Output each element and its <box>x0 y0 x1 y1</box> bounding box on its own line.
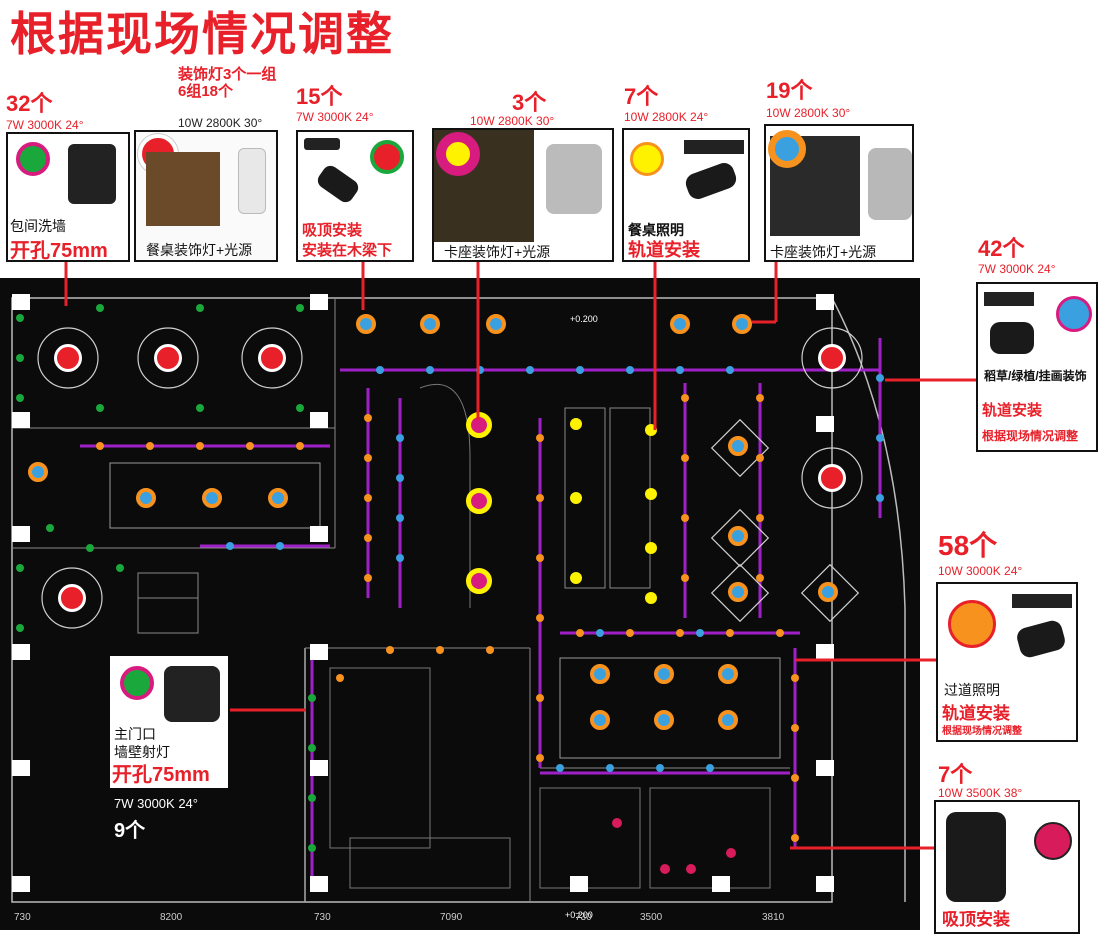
dim-label: 730 <box>575 912 592 923</box>
track-light-body <box>1014 618 1068 660</box>
callout-5-card: 餐桌照明 轨道安装 <box>622 128 750 262</box>
track-light-body <box>683 160 739 202</box>
callout-6-quantity: 19个 <box>766 78 813 103</box>
callout-8-quantity: 58个 <box>938 530 998 561</box>
callout-2-qty-line2: 6组18个 <box>178 83 234 100</box>
recessed-spotlight-photo <box>68 144 116 204</box>
callout-5-desc: 餐桌照明 <box>628 222 684 238</box>
callout-5-quantity: 7个 <box>624 84 659 109</box>
track-light-photo <box>984 292 1034 306</box>
track-light-photo <box>684 140 744 154</box>
callout-6-spec: 10W 2800K 30° <box>766 106 851 120</box>
callout-1-install: 开孔75mm <box>10 240 108 262</box>
callout-9-quantity: 7个 <box>938 762 973 787</box>
callout-9-install: 吸顶安装 <box>942 910 1010 929</box>
track-light-body <box>990 322 1034 354</box>
callout-10-card: 主门口 墙壁射灯 开孔75mm <box>110 656 228 788</box>
callout-1-quantity: 32个 <box>6 91 53 116</box>
callout-7-note: 根据现场情况调整 <box>982 429 1079 443</box>
callout-6-desc: 卡座装饰灯+光源 <box>770 244 877 260</box>
callout-5-spec: 10W 2800K 24° <box>624 110 709 124</box>
callout-8-note: 根据现场情况调整 <box>942 726 1022 737</box>
page-title: 根据现场情况调整 <box>10 8 394 60</box>
callout-1-card: 包间洗墙 开孔75mm <box>6 132 130 262</box>
callout-10-spec: 7W 3000K 24° <box>114 796 198 811</box>
callout-9-card: 吸顶安装 <box>934 800 1080 934</box>
pendant-lamp-photo <box>146 152 220 226</box>
bulb-photo <box>238 148 266 214</box>
dim-label: 3500 <box>640 912 663 923</box>
callout-10-desc2: 墙壁射灯 <box>114 744 170 760</box>
callout-7-desc: 稻草/绿植/挂画装饰 <box>984 369 1087 383</box>
callout-7-card: 稻草/绿植/挂画装饰 轨道安装 根据现场情况调整 <box>976 282 1098 452</box>
dim-label: 730 <box>314 912 331 923</box>
callout-4-quantity: 3个 <box>512 90 547 115</box>
callout-8-card: 过道照明 轨道安装 根据现场情况调整 <box>936 582 1078 742</box>
callout-7-quantity: 42个 <box>978 236 1025 261</box>
callout-2-qty-line1: 装饰灯3个一组 <box>178 66 277 83</box>
blue-arrow-icon <box>1056 296 1092 332</box>
callout-4-desc: 卡座装饰灯+光源 <box>444 244 551 260</box>
orange-blue-dot-icon <box>768 130 806 168</box>
dim-label: 3810 <box>762 912 785 923</box>
led-bulb-photo <box>546 144 602 214</box>
svg-text:+0.200: +0.200 <box>565 910 593 920</box>
ceiling-cylinder-photo <box>946 812 1006 902</box>
callout-9-spec: 10W 3500K 38° <box>938 786 1023 800</box>
red-green-crosshair-icon <box>370 140 404 174</box>
callout-6-card: 卡座装饰灯+光源 <box>764 124 914 262</box>
elevation-label: +0.200 <box>570 314 598 324</box>
callout-10-quantity: 9个 <box>114 820 146 842</box>
callout-8-desc: 过道照明 <box>944 682 1000 698</box>
green-crosshair-icon <box>120 666 154 700</box>
bottom-dimensions: 730 8200 730 7090 730 3500 3810 <box>0 912 920 930</box>
callout-3-quantity: 15个 <box>296 84 343 109</box>
callout-1-desc: 包间洗墙 <box>10 218 66 234</box>
orange-arrow-icon <box>948 600 996 648</box>
magenta-yellow-target-icon <box>436 132 480 176</box>
callout-7-spec: 7W 3000K 24° <box>978 262 1056 276</box>
callout-3-card: 吸顶安装 安装在木梁下 <box>296 130 414 262</box>
callout-3-install2: 安装在木梁下 <box>302 242 393 259</box>
green-crosshair-icon <box>16 142 50 176</box>
callout-8-install: 轨道安装 <box>942 704 1010 723</box>
track-light-photo <box>1012 594 1072 608</box>
ceiling-spotlight-body <box>314 162 362 206</box>
crimson-dot-icon <box>1034 822 1072 860</box>
recessed-spotlight-photo <box>164 666 220 722</box>
callout-2-desc: 餐桌装饰灯+光源 <box>146 242 253 258</box>
yellow-arrow-icon <box>630 142 664 176</box>
led-bulb-photo <box>868 148 912 220</box>
callout-2-quantity: 装饰灯3个一组 6组18个 <box>178 66 276 100</box>
dim-label: 730 <box>14 912 31 923</box>
dim-label: 7090 <box>440 912 463 923</box>
callout-2-card: 餐桌装饰灯+光源 <box>134 130 278 262</box>
callout-10-desc1: 主门口 <box>114 726 156 742</box>
floor-plan: +0.200 +0.200 730 8200 730 7090 <box>0 278 920 930</box>
callout-8-spec: 10W 3000K 24° <box>938 564 1023 578</box>
callout-4-card: 卡座装饰灯+光源 <box>432 128 614 262</box>
floor-plan-drawing: +0.200 +0.200 <box>11 294 906 920</box>
callout-3-install1: 吸顶安装 <box>302 222 363 239</box>
callout-10-install: 开孔75mm <box>112 764 210 786</box>
callout-3-spec: 7W 3000K 24° <box>296 110 374 124</box>
callout-4-spec: 10W 2800K 30° <box>470 114 555 128</box>
callout-1-spec: 7W 3000K 24° <box>6 118 84 132</box>
ceiling-spotlight-photo <box>304 138 340 150</box>
callout-7-install: 轨道安装 <box>982 402 1043 419</box>
callout-2-spec: 10W 2800K 30° <box>178 116 263 130</box>
callout-5-install: 轨道安装 <box>628 240 700 260</box>
dim-label: 8200 <box>160 912 183 923</box>
